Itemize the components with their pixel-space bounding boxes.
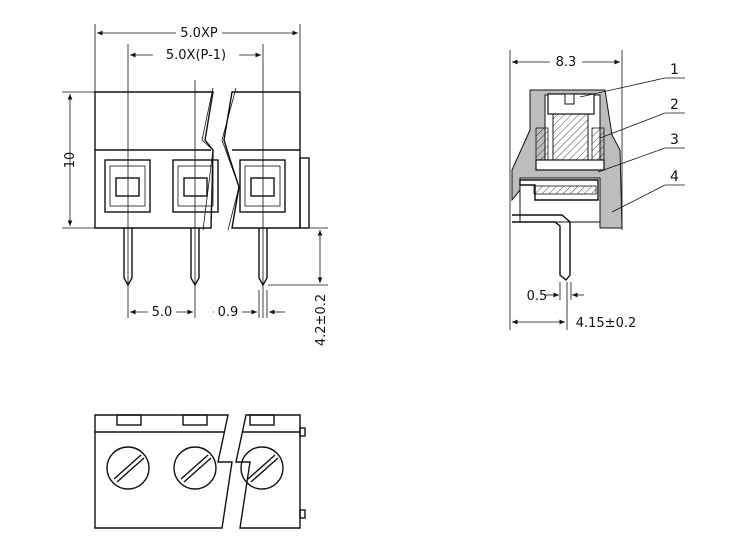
screw [547, 93, 595, 161]
screw-head-2 [173, 446, 217, 490]
front-view: 5.0XP 5.0X(P-1) 10 5.0 0.9 [62, 24, 329, 346]
wire-entry-1 [104, 159, 151, 213]
front-body [94, 87, 310, 231]
pitch-label: 5.0 [152, 305, 173, 320]
pin-width-label: 0.9 [218, 305, 239, 320]
screw-head-1 [106, 446, 150, 490]
dim-pin-span: 5.0X(P-1) [130, 46, 261, 63]
callout-4: 4 [611, 169, 685, 213]
pin-span-label: 5.0X(P-1) [166, 48, 226, 63]
dim-pitch: 5.0 [130, 303, 193, 320]
callout-3: 3 [597, 132, 685, 173]
dim-overall-width: 5.0XP [97, 24, 298, 41]
overall-width-label: 5.0XP [180, 26, 218, 41]
top-body [94, 414, 306, 529]
top-view [94, 414, 306, 529]
side-view: 8.3 [509, 50, 685, 331]
dim-pin-length: 4.2±0.2 [268, 227, 329, 346]
dim-side-width: 8.3 [512, 52, 620, 70]
callout-1: 1 [579, 62, 685, 98]
height-label: 10 [63, 152, 78, 169]
pin-offset-label: 4.15±0.2 [576, 316, 637, 331]
wire-entry-2 [172, 159, 219, 213]
callout-3-label: 3 [670, 132, 679, 148]
callout-2: 2 [599, 97, 685, 139]
side-width-label: 8.3 [556, 55, 577, 70]
contact-plate [519, 179, 599, 201]
callout-2-label: 2 [670, 97, 679, 113]
callout-4-label: 4 [670, 169, 679, 185]
wire-entry-3 [239, 159, 286, 213]
dim-pin-width: 0.9 [213, 290, 285, 320]
clamp [535, 127, 605, 171]
pin-length-label: 4.2±0.2 [314, 294, 329, 346]
callout-1-label: 1 [670, 62, 679, 78]
side-pin [512, 214, 571, 281]
screw-head-3 [240, 446, 284, 490]
dim-pin-offset: 4.15±0.2 [512, 316, 636, 331]
dim-pin-thickness: 0.5 [527, 282, 584, 304]
dim-height: 10 [62, 91, 95, 229]
pin-thickness-label: 0.5 [527, 289, 548, 304]
